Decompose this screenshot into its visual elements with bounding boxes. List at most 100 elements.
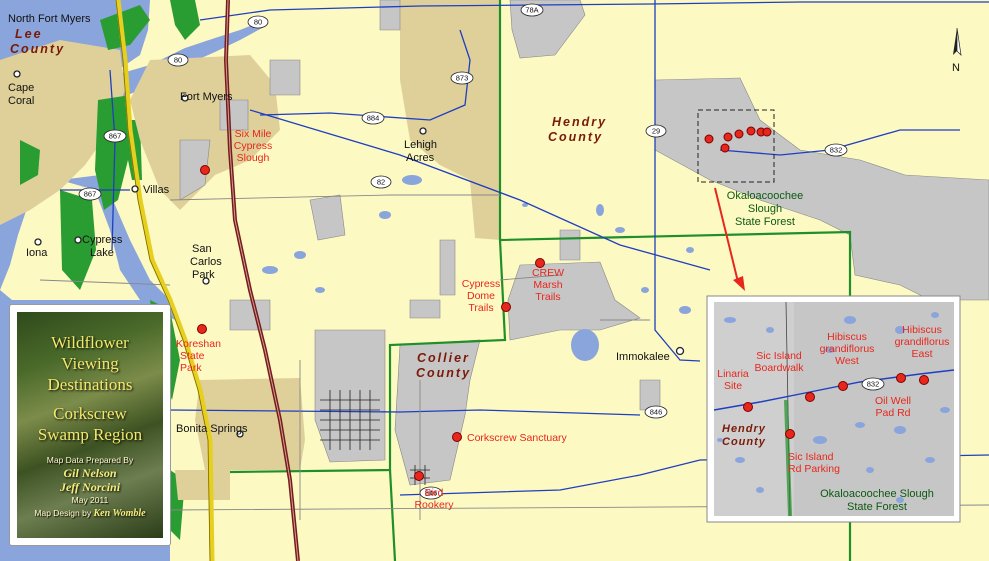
svg-text:Bonita Springs: Bonita Springs xyxy=(176,423,248,435)
author-2: Jeff Norcini xyxy=(59,480,121,494)
shield-884: 884 xyxy=(361,111,385,125)
us-41-center xyxy=(225,0,299,561)
svg-text:832: 832 xyxy=(830,146,843,155)
shield-80b: 80 xyxy=(167,53,189,67)
svg-text:North Fort Myers: North Fort Myers xyxy=(8,13,91,25)
svg-text:Iona: Iona xyxy=(26,247,48,259)
shield-78a: 78A xyxy=(520,3,544,17)
inset-pointer-arrow xyxy=(714,187,745,291)
svg-text:82: 82 xyxy=(377,178,385,187)
town-villas[interactable]: Villas xyxy=(131,184,170,196)
shield-867: 867 xyxy=(103,129,127,143)
svg-text:867: 867 xyxy=(109,132,122,141)
inset-wetlands xyxy=(717,312,950,503)
shield-846: 846 xyxy=(644,405,668,419)
town-north-fort-myers[interactable]: North Fort Myers xyxy=(8,13,91,78)
svg-text:29: 29 xyxy=(652,127,660,136)
svg-text:80: 80 xyxy=(174,56,182,65)
shield-832: 832 xyxy=(824,143,848,157)
svg-text:Corkscrew Sanctuary: Corkscrew Sanctuary xyxy=(467,432,568,444)
shield-873: 873 xyxy=(450,71,474,85)
north-arrow: N xyxy=(952,27,962,74)
town-immokalee[interactable]: Immokalee xyxy=(616,346,685,364)
shield-80: 80 xyxy=(247,15,269,29)
route-shields: 80 80 78A 873 884 867 867 82 29 832 846 … xyxy=(78,3,848,500)
title-panel: Wildflower Viewing Destinations Corkscre… xyxy=(10,305,170,545)
town-fort-myers[interactable]: Fort Myers xyxy=(180,91,233,103)
shield-867b: 867 xyxy=(78,187,102,201)
svg-text:Villas: Villas xyxy=(143,184,170,196)
svg-text:Fort Myers: Fort Myers xyxy=(180,91,233,103)
inset-green-line xyxy=(784,399,792,517)
design-credit-prefix: Map Design by xyxy=(34,508,92,518)
svg-text:873: 873 xyxy=(456,74,469,83)
inset-extent-box xyxy=(697,109,775,183)
svg-text:78A: 78A xyxy=(525,6,538,15)
designer-name: Ken Womble xyxy=(93,508,146,519)
title-line-5: Swamp Region xyxy=(37,425,143,444)
author-1: Gil Nelson xyxy=(63,466,117,480)
title-line-2: Viewing xyxy=(61,354,119,373)
developed-areas xyxy=(130,0,500,500)
shield-846b: 846 xyxy=(419,486,443,500)
interstate-75 xyxy=(115,0,215,561)
north-label: N xyxy=(952,62,960,74)
town-bonita-springs[interactable]: Bonita Springs xyxy=(176,423,248,438)
inset-west-land xyxy=(714,302,794,516)
svg-text:832: 832 xyxy=(867,380,880,389)
site-corkscrew-sanctuary[interactable]: Corkscrew Sanctuary xyxy=(452,432,568,444)
svg-text:846: 846 xyxy=(425,489,438,498)
inset-road-832 xyxy=(713,369,955,411)
town-iona[interactable]: Iona xyxy=(26,238,48,259)
title-line-3: Destinations xyxy=(47,375,133,394)
okaloacoochee-sites-overview xyxy=(704,126,772,153)
shield-82: 82 xyxy=(370,175,392,189)
svg-text:Immokalee: Immokalee xyxy=(616,351,670,363)
interstate-75-edge xyxy=(115,0,211,561)
svg-text:867: 867 xyxy=(84,190,97,199)
prepared-by-label: Map Data Prepared By xyxy=(46,455,134,465)
title-line-4: Corkscrew xyxy=(53,404,127,423)
design-credit: Map Design by Ken Womble xyxy=(17,507,163,521)
svg-text:884: 884 xyxy=(367,114,380,123)
inset-shield-832: 832 xyxy=(861,377,885,391)
map-date: May 2011 xyxy=(71,495,109,505)
lakes xyxy=(262,175,694,361)
